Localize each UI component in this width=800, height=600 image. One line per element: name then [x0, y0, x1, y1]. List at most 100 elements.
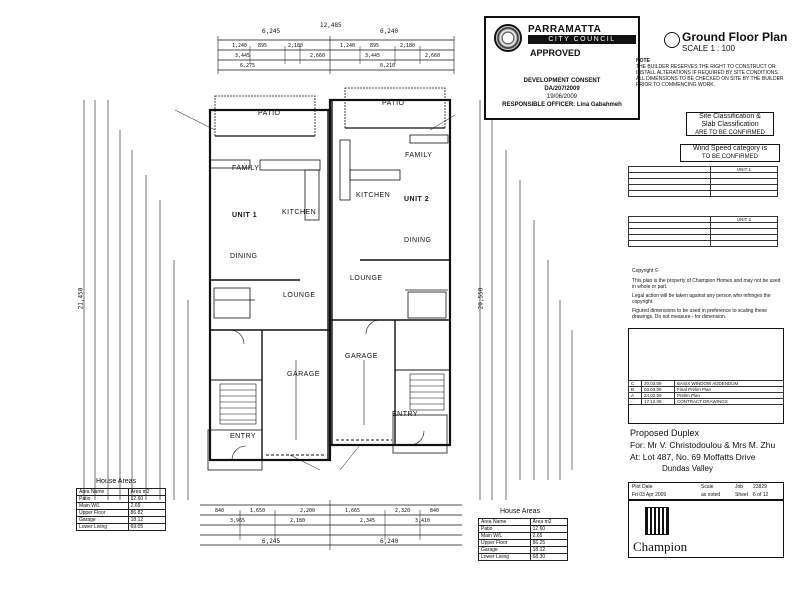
top-dimension-left: 6,245: [262, 28, 281, 35]
copyright-block: Copyright © This plan is the property of…: [632, 268, 782, 320]
approval-stamp: PARRAMATTA CITY COUNCIL APPROVED DEVELOP…: [484, 16, 640, 120]
svg-text:2,660: 2,660: [425, 53, 440, 59]
revisions-table: C 20.03.09 BASIX WINDOW ADDENDUM B 03.03…: [628, 380, 784, 405]
house-areas-left-title: House Areas: [96, 478, 137, 485]
scale-label: Scale: [701, 484, 714, 490]
room-label-garage-unit2: GARAGE: [345, 353, 378, 360]
plot-date-value: Fri 03 Apr 2009: [632, 492, 667, 498]
company-logo-icon: [645, 507, 669, 535]
address-line: At: Lot 487, No. 69 Moffatts Drive: [630, 452, 756, 462]
sheet-value: 6 of 12: [753, 492, 769, 498]
room-label-kitchen-unit1: KITCHEN: [282, 209, 317, 216]
svg-text:895: 895: [258, 43, 267, 49]
council-name: PARRAMATTA: [528, 24, 602, 35]
svg-text:1,665: 1,665: [345, 508, 360, 514]
consent-date: 19/06/2009: [546, 94, 578, 100]
room-label-lounge-unit1: LOUNGE: [283, 292, 316, 299]
top-dimension-right: 6,240: [380, 28, 399, 35]
unit1-spec-table: UNIT 1: [628, 166, 779, 197]
svg-text:2,200: 2,200: [300, 508, 315, 514]
svg-text:3,965: 3,965: [230, 518, 245, 524]
left-dimension-overall: 21,450: [77, 287, 85, 310]
project-label: Proposed Duplex: [630, 428, 700, 438]
room-label-unit1: UNIT 1: [232, 212, 258, 219]
site-class-line1: Site Classification &: [699, 113, 761, 120]
revisions-panel: [628, 328, 784, 424]
room-label-entry-unit2: ENTRY: [392, 411, 419, 418]
drawing-title: Ground Floor Plan: [682, 30, 788, 44]
company-block: Champion: [628, 500, 784, 558]
council-seal-icon: [494, 24, 522, 52]
unit2-spec-table: UNIT 2: [628, 216, 779, 247]
copyright-text: This plan is the property of Champion Ho…: [632, 278, 781, 290]
room-label-kitchen-unit2: KITCHEN: [356, 192, 391, 199]
room-label-lounge-unit2: LOUNGE: [350, 275, 383, 282]
svg-text:2,345: 2,345: [360, 518, 375, 524]
dims-text: Figured dimensions to be used in prefere…: [632, 308, 768, 320]
svg-text:840: 840: [430, 508, 439, 514]
top-dimension-overall: 12,485: [320, 22, 342, 29]
svg-text:840: 840: [215, 508, 224, 514]
note-text: THE BUILDER RESERVES THE RIGHT TO CONSTR…: [636, 64, 784, 88]
copyright-label: Copyright ©: [632, 268, 659, 274]
right-dimension-overall: 20,550: [477, 287, 485, 310]
svg-text:1,650: 1,650: [250, 508, 265, 514]
room-label-garage-unit1: GARAGE: [287, 371, 320, 378]
svg-text:3,445: 3,445: [235, 53, 250, 59]
svg-text:3,410: 3,410: [415, 518, 430, 524]
legal-text: Legal action will be taken against any p…: [632, 293, 771, 305]
room-label-unit2: UNIT 2: [404, 196, 430, 203]
svg-text:2,180: 2,180: [290, 518, 305, 524]
site-class-line3: ARE TO BE CONFIRMED: [695, 130, 765, 136]
plot-date-label: Plot Date: [632, 484, 653, 490]
svg-text:2,320: 2,320: [395, 508, 410, 514]
drawing-scale: SCALE 1 : 100: [682, 44, 735, 53]
table-row: Area Name Area m2: [478, 518, 569, 526]
bottom-dimension-left: 6,245: [262, 538, 281, 545]
approval-status: APPROVED: [530, 48, 581, 58]
svg-text:1,240: 1,240: [232, 43, 247, 49]
svg-text:3,445: 3,445: [365, 53, 380, 59]
council-subtitle: CITY COUNCIL: [528, 35, 636, 44]
suburb-line: Dundas Valley: [662, 464, 713, 473]
sheet-label: Sheet: [735, 492, 749, 498]
plot-info-strip: Plot Date Fri 03 Apr 2009 Scale as noted…: [628, 482, 784, 500]
job-label: Job: [735, 484, 744, 490]
wind-line2: TO BE CONFIRMED: [702, 154, 758, 160]
consent-number: DA/207/2009: [544, 86, 580, 92]
room-label-family-unit2: FAMILY: [405, 152, 433, 159]
room-label-patio-unit1: PATIO: [258, 110, 281, 117]
company-name: Champion: [633, 539, 688, 554]
svg-text:1,240: 1,240: [340, 43, 355, 49]
north-point-icon: [664, 32, 680, 48]
wind-speed-box: Wind Speed category is TO BE CONFIRMED: [680, 144, 780, 162]
room-label-patio-unit2: PATIO: [382, 100, 405, 107]
svg-text:2,180: 2,180: [288, 43, 303, 49]
house-areas-right-title: House Areas: [500, 508, 541, 515]
builder-note: NOTE THE BUILDER RESERVES THE RIGHT TO C…: [636, 58, 786, 88]
room-label-family-unit1: FAMILY: [232, 165, 260, 172]
client-line: For: Mr V. Christodoulou & Mrs M. Zhu: [630, 440, 776, 450]
note-label: NOTE: [636, 58, 650, 64]
scale-value: as noted: [701, 492, 721, 498]
room-label-entry-unit1: ENTRY: [230, 433, 257, 440]
table-row: - 17.12.08 CONTRACT DRAWINGS: [628, 398, 784, 405]
job-number: 23829: [753, 484, 767, 490]
svg-text:2,660: 2,660: [310, 53, 325, 59]
responsible-officer: RESPONSIBLE OFFICER: Lina Gabahmeh: [502, 102, 622, 108]
svg-text:2,180: 2,180: [400, 43, 415, 49]
consent-type: DEVELOPMENT CONSENT: [523, 78, 601, 84]
svg-text:6,210: 6,210: [380, 63, 395, 69]
site-classification-box: Site Classification & Slab Classificatio…: [686, 112, 774, 136]
svg-text:895: 895: [370, 43, 379, 49]
